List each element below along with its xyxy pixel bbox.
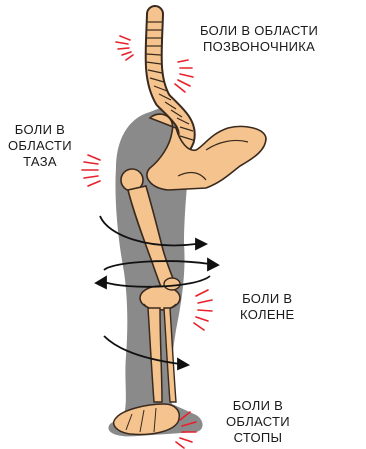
pelvis-pain-label-line3: ТАЗА [8,154,72,170]
foot-pain-label-line1: БОЛИ В [226,398,290,414]
foot-pain-label-line2: ОБЛАСТИ [226,414,290,430]
knee-pain-label: БОЛИ В КОЛЕНЕ [240,291,294,323]
pelvis-pain-label: БОЛИ В ОБЛАСТИ ТАЗА [8,122,72,170]
foot [114,404,180,435]
spine-pain-label-line1: БОЛИ В ОБЛАСТИ [200,23,318,39]
pelvis-pain-label-line1: БОЛИ В [8,122,72,138]
foot-pain-label-line3: СТОПЫ [226,430,290,446]
foot-pain-label: БОЛИ В ОБЛАСТИ СТОПЫ [226,398,290,446]
knee-pain-label-line2: КОЛЕНЕ [240,307,294,323]
knee-pain-label-line1: БОЛИ В [240,291,294,307]
spine-pain-label-line2: ПОЗВОНОЧНИКА [200,39,318,55]
spine-pain-label: БОЛИ В ОБЛАСТИ ПОЗВОНОЧНИКА [200,23,318,55]
pelvis-pain-label-line2: ОБЛАСТИ [8,138,72,154]
